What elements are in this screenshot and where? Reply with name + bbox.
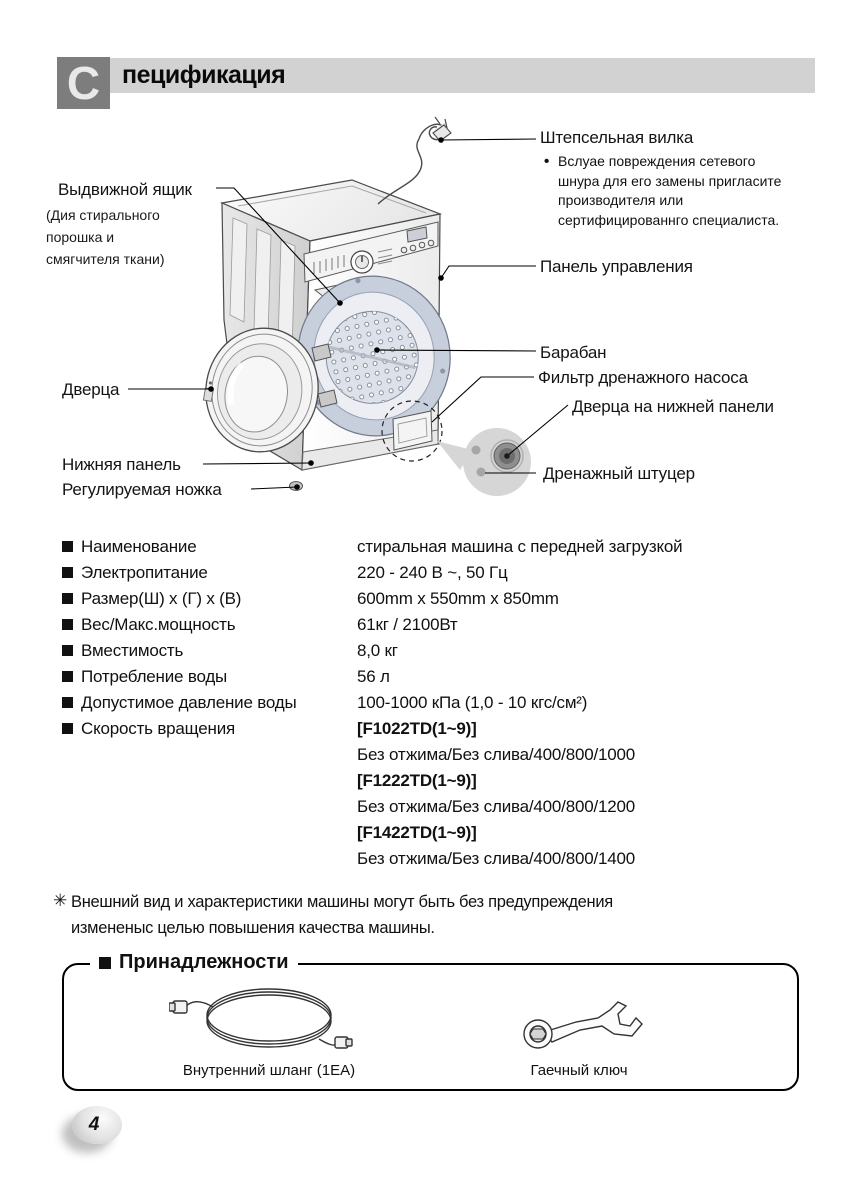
spec-row: Без отжима/Без слива/400/800/1200: [62, 797, 822, 823]
footnote-asterisk-icon: ✳: [53, 891, 68, 910]
accessory-label-hose: Внутренний шланг (1EA): [182, 1062, 356, 1079]
model-spin-values: Без отжима/Без слива/400/800/1200: [357, 797, 636, 816]
bullet-square-icon: [99, 956, 111, 969]
bullet-square-icon: [62, 723, 73, 734]
label-drain-spout: Дренажный штуцер: [543, 464, 695, 483]
spec-row: Электропитание 220 - 240 В ~, 50 Гц: [62, 563, 822, 589]
model-name: [F1022TD(1~9)]: [357, 719, 477, 738]
spec-row: Вместимость 8,0 кг: [62, 641, 822, 667]
label-lower-panel: Нижняя панель: [62, 455, 181, 474]
wrench-illustration: [523, 1001, 643, 1049]
bullet-square-icon: [62, 645, 73, 656]
drain-detail-dot: [471, 445, 481, 455]
label-door: Дверца: [62, 380, 120, 399]
drain-detail-balloon: [437, 428, 531, 496]
page-number: 4: [88, 1114, 100, 1135]
bullet-square-icon: [62, 541, 73, 552]
bullet-dot-icon: •: [544, 153, 550, 170]
label-drain-filter: Фильтр дренажного насоса: [538, 368, 748, 387]
spec-row: Вес/Макс.мощность 61кг / 2100Вт: [62, 615, 822, 641]
header-bar: [110, 58, 815, 93]
spec-row: Без отжима/Без слива/400/800/1400: [62, 849, 822, 875]
bullet-square-icon: [62, 671, 73, 682]
bullet-square-icon: [62, 593, 73, 604]
spec-row: Наименование стиральная машина с передне…: [62, 537, 822, 563]
label-power-plug: Штепсельная вилка: [540, 128, 694, 147]
page-title: пецификация: [122, 61, 286, 89]
spec-row: Без отжима/Без слива/400/800/1000: [62, 745, 822, 771]
section-letter-block: C: [57, 57, 110, 109]
spec-row: Допустимое давление воды 100-1000 кПа (1…: [62, 693, 822, 719]
spec-row: [F1222TD(1~9)]: [62, 771, 822, 797]
spec-row: Размер(Ш) х (Г) х (В) 600mm x 550mm x 85…: [62, 589, 822, 615]
inlet-hose-illustration: [169, 988, 353, 1049]
spec-row: Потребление воды 56 л: [62, 667, 822, 693]
drawer-sub-line: смягчителя ткани): [46, 251, 165, 267]
plug-note-line: Вслуае повреждения сетевого: [558, 153, 756, 169]
lower-access-door: [381, 400, 443, 462]
plug-note-line: шнура для его замены пригласите: [558, 172, 782, 189]
spec-row: [F1422TD(1~9)]: [62, 823, 822, 849]
plug-note-line: производителя или: [558, 192, 684, 208]
spec-row-spin-speed: Скорость вращения [F1022TD(1~9)]: [62, 719, 822, 745]
label-drum: Барабан: [540, 343, 607, 362]
washing-machine-illustration: [128, 116, 569, 496]
section-letter: C: [66, 57, 101, 109]
accessories-title: Принадлежности: [90, 951, 298, 974]
model-name: [F1222TD(1~9)]: [357, 771, 477, 790]
drawer-sub-line: (Дия стирального: [46, 207, 160, 223]
footnote-line: Внешний вид и характеристики машины могу…: [71, 893, 613, 911]
label-drawer: Выдвижной ящик: [58, 180, 192, 199]
drain-spout-dot: [476, 467, 486, 477]
footnote-line: измененыс целью повышения качества машин…: [71, 919, 435, 937]
footnote: Внешний вид и характеристики машины могу…: [71, 889, 613, 941]
bullet-square-icon: [62, 619, 73, 630]
plug-note-line: сертифицированнго специалиста.: [558, 211, 780, 228]
label-control-panel: Панель управления: [540, 257, 693, 276]
page-number-badge: 4: [72, 1106, 122, 1144]
door-hinge-bottom: [317, 389, 338, 408]
leader-lines: [128, 138, 569, 490]
leader-dots: [208, 137, 510, 490]
control-panel: [303, 221, 439, 283]
model-spin-values: Без отжима/Без слива/400/800/1400: [357, 849, 636, 868]
accessories-box: Принадлежности Внутренний шланг (1EA) Га…: [62, 951, 799, 1091]
bullet-square-icon: [62, 697, 73, 708]
model-name: [F1422TD(1~9)]: [357, 823, 477, 842]
door-hinge-top: [311, 343, 332, 362]
plug-note: Вслуае повреждения сетевого шнура для ег…: [558, 152, 781, 230]
accessory-label-wrench: Гаечный ключ: [530, 1062, 628, 1079]
power-cord-plug: [377, 116, 452, 205]
label-adjustable-foot: Регулируемая ножка: [62, 480, 222, 499]
model-spin-values: Без отжима/Без слива/400/800/1000: [357, 745, 636, 764]
door-open: [202, 327, 319, 453]
label-lower-door: Дверца на нижней панели: [572, 397, 774, 416]
drawer-sub-note: (Дия стирального порошка и смягчителя тк…: [46, 204, 165, 270]
drain-filter-plug: [490, 439, 524, 473]
bullet-square-icon: [62, 567, 73, 578]
drawer-sub-line: порошка и: [46, 229, 115, 245]
